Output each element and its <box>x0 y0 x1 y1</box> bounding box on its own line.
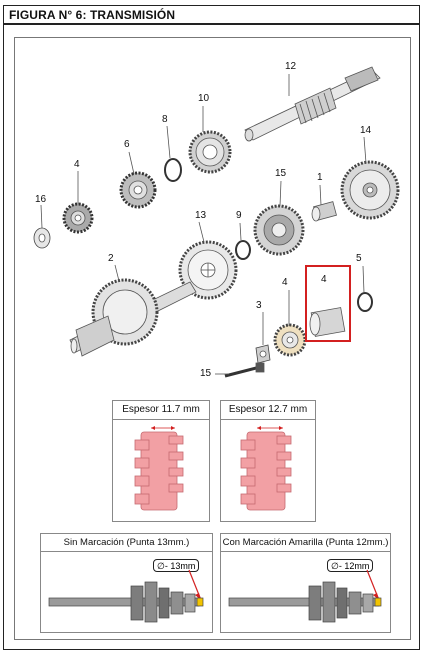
gear-7 <box>340 160 400 220</box>
callout-4-upper: 8 <box>162 114 168 125</box>
bolt-15 <box>224 362 265 378</box>
callout-5: 10 <box>198 93 210 104</box>
shaft-b-image <box>228 569 382 623</box>
dimension-13mm: ∅- 13mm <box>153 559 200 572</box>
figure-title-bar: FIGURA N° 6: TRANSMISIÓN <box>3 5 420 25</box>
gear-5 <box>188 130 232 174</box>
callout-8: 15 <box>275 168 287 179</box>
pink-gear-b-image <box>240 426 292 511</box>
shaft-panel-b: Con Marcación Amarilla (Punta 12mm.) ∅- … <box>220 533 391 633</box>
washer-11 <box>255 344 271 364</box>
shaft-label-a: Sin Marcación (Punta 13mm.) <box>41 534 212 552</box>
gear-3 <box>119 171 157 209</box>
callout-15: 15 <box>200 368 212 379</box>
ring-14 <box>357 292 373 312</box>
countershaft-10 <box>69 278 197 357</box>
ring-4-upper <box>164 158 182 182</box>
shaft-panel-a: Sin Marcación (Punta 13mm.) ∅- 13mm <box>40 533 213 633</box>
callout-6: 12 <box>285 61 297 72</box>
shaft-label-b: Con Marcación Amarilla (Punta 12mm.) <box>221 534 390 552</box>
exploded-view-area <box>14 37 411 640</box>
main-shaft-6 <box>244 66 381 142</box>
bushing-13 <box>309 307 346 337</box>
callout-12: 4 <box>282 277 288 288</box>
gear-8 <box>253 204 305 256</box>
gear-12 <box>273 323 307 357</box>
thickness-panel-b: Espesor 12.7 mm <box>220 400 316 522</box>
dimension-12mm: ∅- 12mm <box>327 559 374 572</box>
callout-2: 4 <box>74 159 80 170</box>
ring-4-lower <box>235 240 251 260</box>
thickness-label-a: Espesor 11.7 mm <box>113 401 209 420</box>
pink-gear-a-image <box>134 426 184 511</box>
figure-title: FIGURA N° 6: TRANSMISIÓN <box>9 8 176 22</box>
callout-16: 16 <box>35 194 47 205</box>
callout-10: 2 <box>108 253 114 264</box>
callout-9: 13 <box>195 210 207 221</box>
callout-1: 1 <box>317 172 323 183</box>
thickness-panel-a: Espesor 11.7 mm <box>112 400 210 522</box>
callout-14: 5 <box>356 253 362 264</box>
callout-11: 3 <box>256 300 262 311</box>
shaft-a-image <box>48 569 204 623</box>
thickness-label-b: Espesor 12.7 mm <box>221 401 315 420</box>
callout-7: 14 <box>360 125 372 136</box>
callout-3: 6 <box>124 139 130 150</box>
highlight-box-part-13 <box>305 265 351 342</box>
callout-4-lower: 9 <box>236 210 242 221</box>
callout-13: 4 <box>321 274 327 285</box>
figure-frame <box>3 25 420 650</box>
gear-9 <box>178 240 238 300</box>
gear-2 <box>62 202 94 234</box>
bushing-1 <box>311 201 337 222</box>
